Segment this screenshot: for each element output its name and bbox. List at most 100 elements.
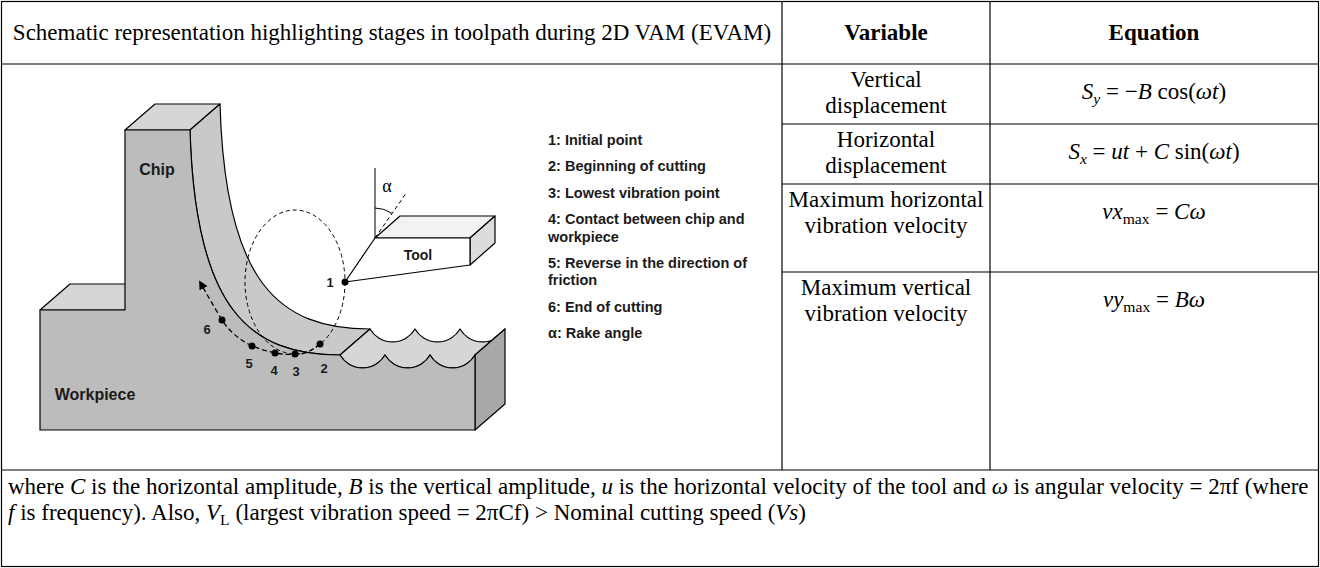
text-run: is: [619, 474, 634, 499]
text-run: =: [1150, 287, 1174, 312]
text-run: [384, 474, 390, 499]
callout-number: 1: [326, 275, 333, 290]
vibration-ellipse: [245, 210, 345, 354]
tool-front-face: [345, 238, 470, 282]
text-run: is: [20, 500, 35, 525]
text-run: where: [8, 474, 64, 499]
text-run: angular: [1035, 474, 1104, 499]
text-run: [1184, 474, 1190, 499]
row-rule: [2, 63, 1318, 64]
text-run: [106, 474, 112, 499]
text-run: sin(: [1169, 139, 1209, 164]
text-run: Bω: [1175, 287, 1205, 312]
text-run: L: [220, 511, 230, 528]
text-run: [947, 474, 953, 499]
text-run: is: [1014, 474, 1029, 499]
footnote: where C is the horizontal amplitude, B i…: [8, 474, 1312, 529]
text-run: (: [768, 500, 776, 525]
text-run: [529, 500, 535, 525]
workpiece-side-face: [475, 329, 505, 430]
variable-name: Horizontal displacement: [782, 127, 990, 180]
text-run: (largest: [235, 500, 304, 525]
text-run: [147, 500, 151, 525]
text-run: [85, 474, 91, 499]
text-run: [492, 474, 498, 499]
callout-number: 4: [270, 363, 277, 378]
text-run: +: [1129, 139, 1153, 164]
text-run: the: [112, 474, 140, 499]
equation: Sx = ut + C sin(ωt): [990, 139, 1318, 168]
stage-legend-item: α: Rake angle: [548, 325, 776, 342]
row-rule: [782, 123, 1318, 124]
text-run: [1202, 474, 1208, 499]
text-run: (where: [1245, 474, 1309, 499]
text-run: vertical: [423, 474, 492, 499]
text-run: ω: [992, 474, 1008, 499]
tool-side-face: [470, 216, 495, 265]
callout-number: 2: [320, 361, 327, 376]
stage-list: 1: Initial point2: Beginning of cutting3…: [548, 132, 776, 343]
text-run: [140, 474, 146, 499]
text-run: [767, 474, 773, 499]
text-run: speed: [399, 500, 451, 525]
stage-legend-item: 1: Initial point: [548, 132, 776, 149]
text-run: [704, 500, 710, 525]
text-run: [304, 500, 310, 525]
text-run: f: [8, 500, 14, 525]
column-header: Variable: [782, 20, 990, 46]
path-point: [272, 350, 279, 357]
column-rule: [781, 2, 782, 470]
text-run: [668, 474, 674, 499]
equation: vymax = Bω: [990, 287, 1318, 316]
text-run: max: [1123, 210, 1150, 227]
text-run: =: [1189, 474, 1202, 499]
path-point: [249, 343, 256, 350]
part-label: Workpiece: [55, 386, 136, 404]
text-run: [1008, 474, 1014, 499]
workpiece-front-face: [40, 130, 475, 430]
text-run: Nominal: [554, 500, 635, 525]
text-run: C: [70, 474, 85, 499]
text-run: [470, 500, 476, 525]
text-run: x: [1080, 150, 1087, 167]
text-run: speed: [710, 500, 762, 525]
text-run: cutting: [640, 500, 704, 525]
header-cell: Schematic representation highlighting st…: [2, 20, 782, 46]
text-run: amplitude,: [498, 474, 596, 499]
text-run: [613, 474, 619, 499]
row-rule: [782, 183, 1318, 184]
text-run: horizontal: [674, 474, 767, 499]
rake-angle-arc: [375, 208, 392, 213]
text-run: [14, 500, 20, 525]
text-run: tool: [911, 474, 947, 499]
rake-face-extension: [375, 192, 407, 238]
equation: vxmax = Cω: [990, 199, 1318, 228]
path-point: [292, 351, 299, 358]
equation: Sy = −B cos(ωt): [990, 79, 1318, 108]
text-run: [906, 474, 912, 499]
text-run: 2πf: [1208, 474, 1239, 499]
text-run: S: [1082, 79, 1094, 104]
text-run: B: [348, 474, 362, 499]
text-run: [986, 474, 992, 499]
text-run: >: [535, 500, 548, 525]
text-run: Vs: [775, 500, 798, 525]
reference-line: [375, 168, 376, 238]
text-run: [363, 474, 369, 499]
text-run: [634, 500, 640, 525]
tool-path: [200, 282, 320, 354]
text-run: vy: [1103, 287, 1123, 312]
row-rule: [782, 271, 1318, 272]
text-run: [64, 474, 70, 499]
text-run: [847, 474, 853, 499]
text-run: [762, 500, 768, 525]
evam-illustration: [40, 104, 505, 430]
stage-legend-item: 2: Beginning of cutting: [548, 158, 776, 175]
text-run: frequency).: [41, 500, 146, 525]
text-run: [200, 500, 206, 525]
text-run: the: [877, 474, 905, 499]
text-run: and: [953, 474, 986, 499]
row-rule: [2, 469, 1318, 470]
